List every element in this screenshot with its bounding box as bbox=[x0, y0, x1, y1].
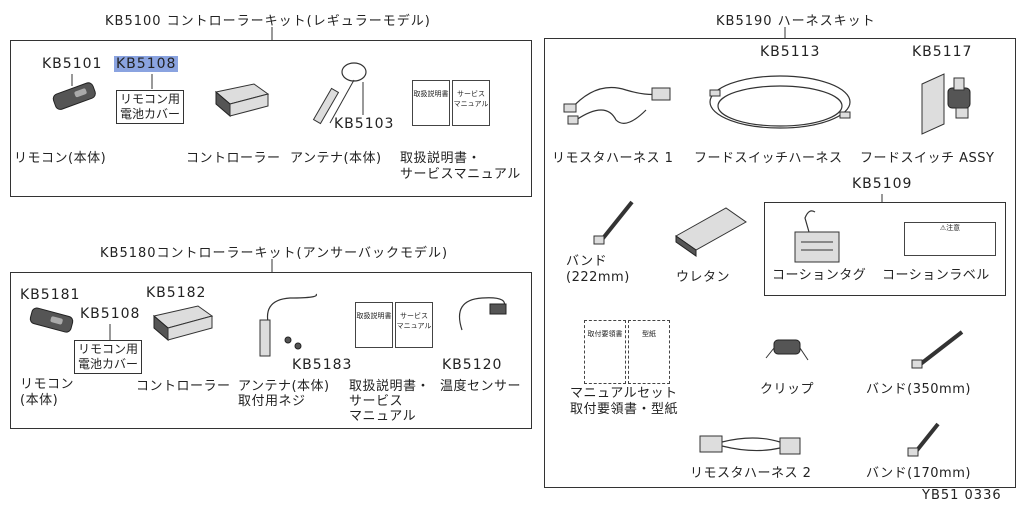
caution-label-title: ⚠注意 bbox=[939, 224, 961, 232]
hood-switch-label: フードスイッチ ASSY bbox=[860, 151, 995, 166]
ab-remote-icon bbox=[29, 307, 74, 333]
urethane-icon bbox=[675, 207, 747, 257]
sensor-label: 温度センサー bbox=[440, 379, 522, 394]
ab-antenna-label-1: アンテナ(本体) bbox=[238, 379, 330, 394]
battery-cover-code: KB5108 bbox=[114, 56, 179, 72]
ab-controller-icon bbox=[152, 305, 214, 342]
hood-switch-code: KB5117 bbox=[912, 44, 973, 60]
caution-label-label: コーションラベル bbox=[882, 268, 990, 283]
battery-cover-leader bbox=[151, 74, 153, 89]
ab-controller-code: KB5182 bbox=[146, 285, 207, 301]
controller-icon bbox=[214, 83, 270, 118]
temp-sensor-icon bbox=[458, 297, 507, 331]
band-222-label-2: (222mm) bbox=[566, 270, 630, 285]
kit-answerback-leader bbox=[271, 259, 273, 272]
hood-switch-icon bbox=[921, 73, 971, 135]
sensor-code: KB5120 bbox=[442, 357, 503, 373]
band-222-label-1: バンド bbox=[566, 254, 608, 269]
ab-remote-code: KB5181 bbox=[20, 287, 81, 303]
ab-battery-cover-leader bbox=[109, 324, 111, 340]
caution-box bbox=[764, 202, 1006, 296]
ab-antenna-code: KB5183 bbox=[292, 357, 353, 373]
ab-manual-label-2: サービス bbox=[349, 394, 404, 409]
battery-cover-label-2: 電池カバー bbox=[120, 107, 181, 121]
ab-manual-book-2: サービス マニュアル bbox=[395, 302, 433, 348]
antenna-code: KB5103 bbox=[334, 116, 395, 132]
manual-book-1: 取扱説明書 bbox=[412, 80, 450, 126]
hood-switch-harness-icon bbox=[709, 75, 851, 129]
starter-harness-1-icon bbox=[563, 86, 671, 125]
remote-code: KB5101 bbox=[42, 56, 103, 72]
clip-label: クリップ bbox=[760, 382, 815, 397]
ab-antenna-label-2: 取付用ネジ bbox=[238, 394, 306, 409]
ab-battery-cover-label-1: リモコン用 bbox=[78, 342, 139, 356]
caution-label-icon: ⚠注意 bbox=[904, 222, 996, 256]
ab-battery-cover-label: リモコン用 電池カバー bbox=[74, 340, 143, 374]
ab-remote-label-1: リモコン bbox=[20, 377, 75, 392]
harness-kit-title: KB5190 ハーネスキット bbox=[716, 14, 876, 29]
caution-leader bbox=[881, 194, 883, 202]
starter-harness-2-label: リモスタハーネス 2 bbox=[690, 466, 812, 481]
caution-tag-icon bbox=[794, 210, 840, 263]
band-170-label: バンド(170mm) bbox=[866, 466, 971, 481]
ab-battery-cover-label-2: 電池カバー bbox=[78, 357, 139, 371]
ab-battery-cover-code: KB5108 bbox=[80, 306, 141, 322]
clip-icon bbox=[765, 339, 809, 361]
manual-set-book-2: 型紙 bbox=[628, 320, 670, 384]
kit-answerback-box bbox=[10, 272, 532, 429]
band-170-icon bbox=[907, 422, 940, 457]
ab-antenna-icon bbox=[259, 293, 318, 357]
band-350-icon bbox=[911, 330, 964, 369]
antenna-icon bbox=[312, 62, 367, 125]
ab-manual-book-1: 取扱説明書 bbox=[355, 302, 393, 348]
harness-kit-leader bbox=[784, 27, 786, 38]
ab-manual-label-1: 取扱説明書・ bbox=[349, 379, 431, 394]
battery-cover-label: リモコン用 電池カバー bbox=[116, 90, 185, 124]
hood-switch-harness-code: KB5113 bbox=[760, 44, 821, 60]
manual-label-2: サービスマニュアル bbox=[400, 167, 521, 182]
ab-controller-label: コントローラー bbox=[136, 379, 231, 394]
ab-manual-label-3: マニュアル bbox=[349, 409, 417, 424]
manual-set-book-1: 取付要領書 bbox=[584, 320, 626, 384]
remote-leader bbox=[71, 74, 73, 86]
kit-regular-title: KB5100 コントローラーキット(レギュラーモデル) bbox=[105, 14, 431, 29]
remote-label: リモコン(本体) bbox=[14, 151, 107, 166]
manual-book-2: サービス マニュアル bbox=[452, 80, 490, 126]
manual-set-label-1: マニュアルセット bbox=[570, 386, 678, 401]
kit-regular-leader bbox=[271, 27, 273, 40]
kit-regular-box bbox=[10, 40, 532, 197]
manual-label-1: 取扱説明書・ bbox=[400, 151, 482, 166]
remote-icon bbox=[52, 82, 96, 110]
battery-cover-label-1: リモコン用 bbox=[120, 92, 181, 106]
starter-harness-1-label: リモスタハーネス 1 bbox=[552, 151, 674, 166]
figure-id: YB51 0336 bbox=[922, 488, 1002, 503]
hood-switch-harness-label: フードスイッチハーネス bbox=[694, 151, 843, 166]
harness-kit-box bbox=[544, 38, 1016, 488]
controller-label: コントローラー bbox=[186, 151, 281, 166]
kit-answerback-title: KB5180コントローラーキット(アンサーバックモデル) bbox=[100, 246, 449, 261]
starter-harness-2-icon bbox=[699, 435, 801, 455]
manual-set-label-2: 取付要領書・型紙 bbox=[570, 402, 679, 417]
urethane-label: ウレタン bbox=[676, 270, 731, 285]
ab-remote-label-2: (本体) bbox=[20, 393, 59, 408]
caution-code: KB5109 bbox=[852, 176, 913, 192]
antenna-leader bbox=[362, 82, 364, 115]
band-350-label: バンド(350mm) bbox=[866, 382, 971, 397]
band-222-icon bbox=[593, 200, 634, 245]
antenna-label: アンテナ(本体) bbox=[290, 151, 382, 166]
caution-tag-label: コーションタグ bbox=[772, 268, 867, 283]
